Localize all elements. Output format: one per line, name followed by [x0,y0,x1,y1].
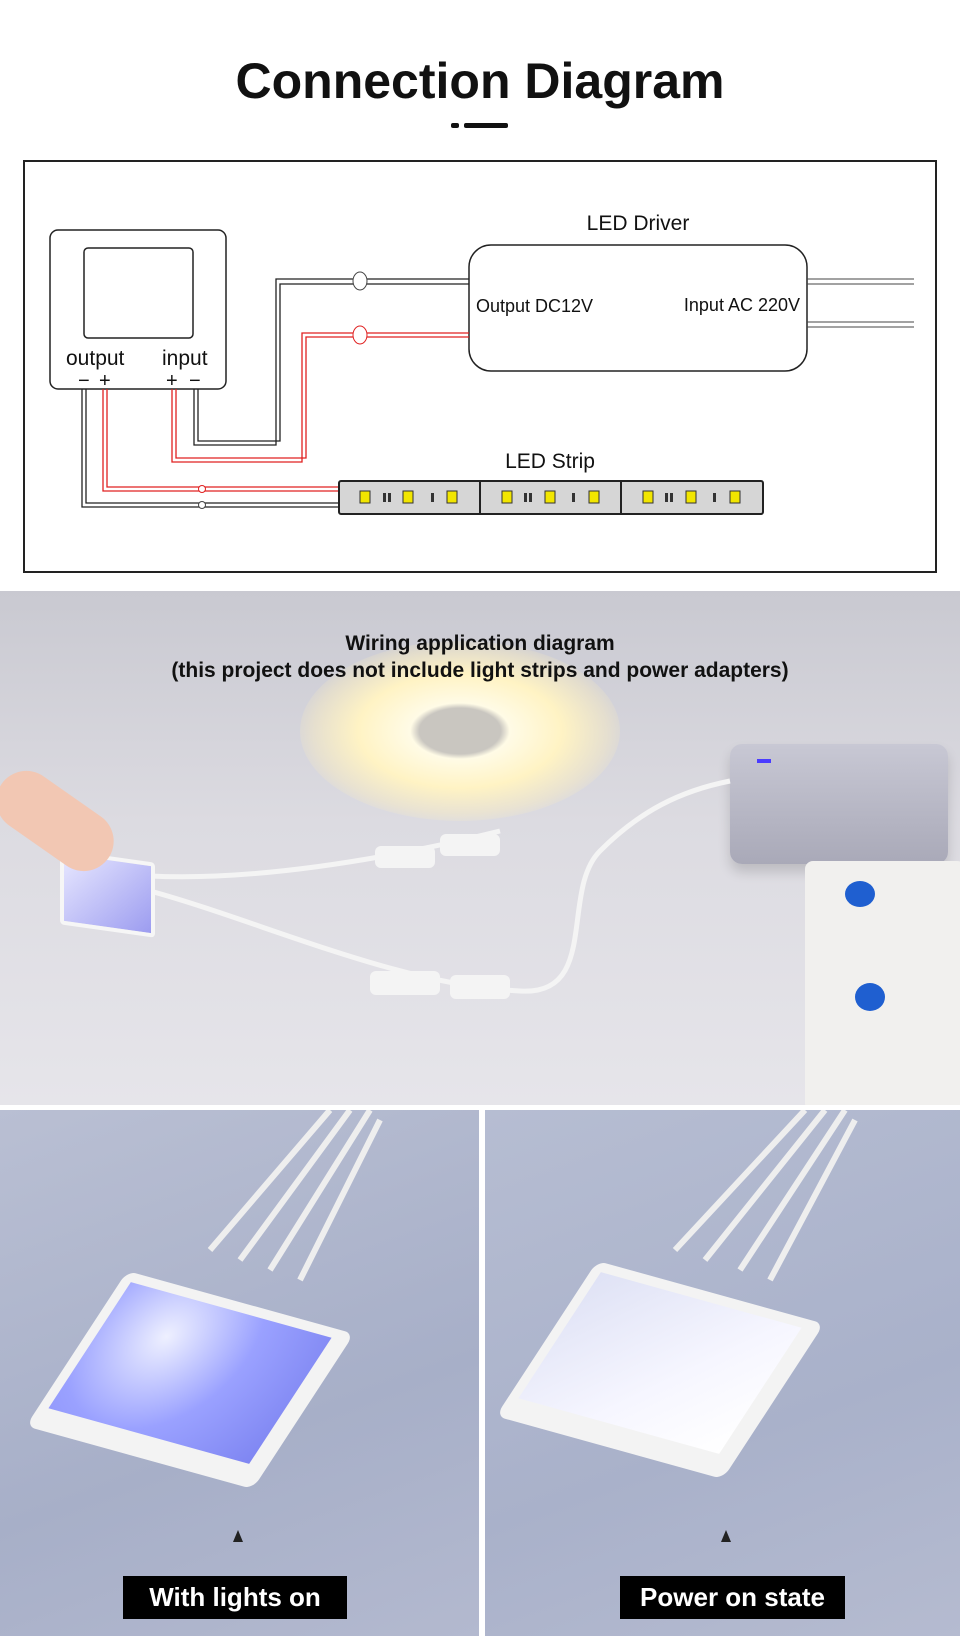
led-driver-box [468,244,808,372]
arrow-up-icon [721,1530,731,1542]
power-on-state-label: Power on state [620,1576,845,1619]
out-plus-sign: + [99,370,111,392]
led-strip [338,480,764,515]
adapter-indicator [757,759,771,763]
strip-title: LED Strip [505,450,595,473]
photo-caption-title: Wiring application diagram [345,632,615,655]
controller-cables [207,1110,383,1282]
red-wire-connector [352,325,368,345]
in-plus-sign: + [166,370,178,392]
in-minus-sign: − [189,370,201,392]
black-wire-driver [193,278,469,446]
with-lights-on-label: With lights on [123,1576,347,1619]
driver-title: LED Driver [587,212,690,235]
controller-screen [83,247,194,339]
strip-red-connector [198,485,206,493]
outlet-blue-button [845,881,875,907]
connection-diagram: output input − + + − LED Driver Output D… [49,212,914,515]
controller-output-label: output [66,347,125,370]
wiring-application-photo: Wiring application diagram (this project… [0,591,960,1105]
power-adapter [730,744,948,864]
lights-on-photo: With lights on [0,1110,479,1636]
photo-caption-note: (this project does not include light str… [171,659,789,682]
outlet-blue-button [855,983,885,1011]
driver-input-label: Input AC 220V [684,295,800,315]
controller-cables [672,1110,858,1282]
led-strip-reel-glow [300,641,620,821]
controller-input-label: input [162,347,208,370]
arrow-up-icon [233,1530,243,1542]
red-wire-strip [102,389,339,492]
strip-black-connector [198,501,206,509]
driver-output-label: Output DC12V [476,296,593,316]
ac-input-wires [807,278,914,328]
power-strip-outlet [805,861,960,1105]
title-underline-bar [464,123,508,128]
black-wire-connector [352,271,368,291]
black-wire-strip [81,389,339,508]
cables [149,778,731,999]
page-title: Connection Diagram [235,53,725,109]
connection-diagram-frame [23,160,937,573]
title-underline-dot [451,123,459,128]
power-on-photo: Power on state [485,1110,960,1636]
out-minus-sign: − [78,370,90,392]
